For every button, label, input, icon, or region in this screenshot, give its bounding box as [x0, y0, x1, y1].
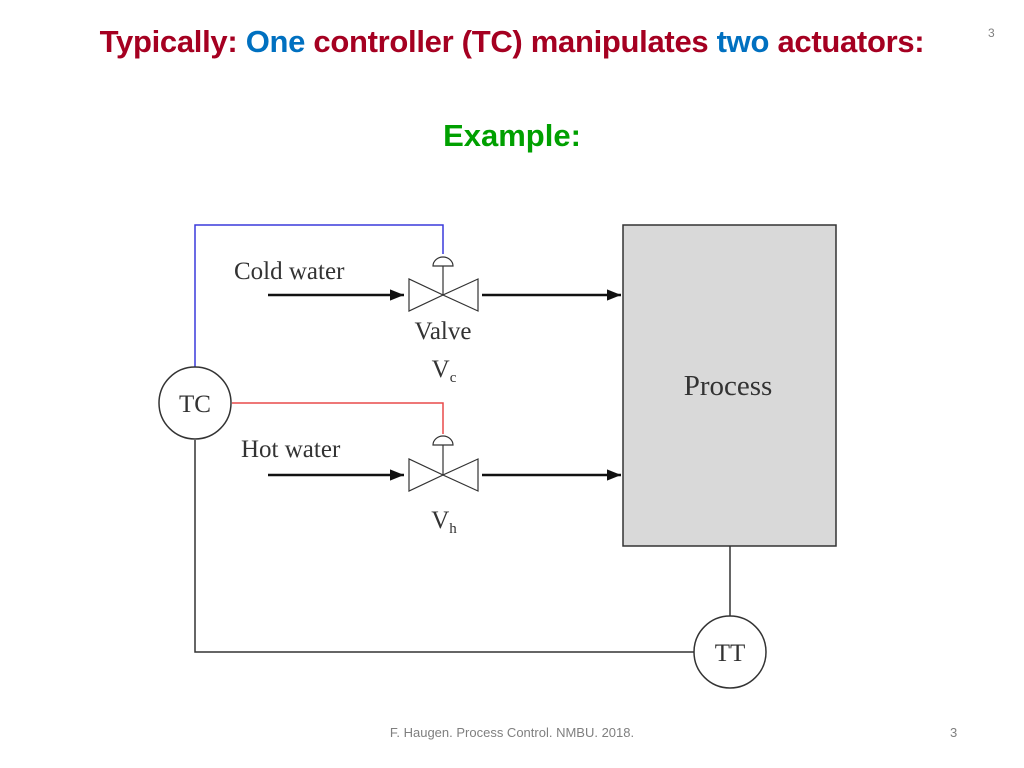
slide-title: Typically: One controller (TC) manipulat…: [0, 24, 1024, 60]
cold-water-label: Cold water: [234, 258, 345, 285]
tt-transmitter: [693, 615, 767, 689]
page-number: 3: [950, 725, 958, 740]
hot-valve-icon: [408, 435, 479, 492]
valve-hot-symbol: Vh: [431, 507, 457, 537]
cold-control-signal-line: [194, 224, 444, 370]
cold-valve-icon: [408, 256, 479, 312]
valve-label: Valve: [415, 318, 472, 345]
tc-label: TC: [179, 391, 211, 418]
corner-slide-number: 3: [988, 26, 995, 40]
tt-label: TT: [715, 640, 746, 667]
hot-water-label: Hot water: [241, 436, 341, 463]
title-part-3: controller (TC) manipulates: [305, 24, 717, 59]
process-box: [622, 224, 837, 547]
measurement-signal-line: [194, 440, 694, 653]
process-label: Process: [684, 370, 773, 402]
example-heading: Example:: [443, 118, 581, 153]
title-highlight-one: One: [245, 24, 306, 59]
title-highlight-two: two: [716, 24, 770, 59]
footer-credit: F. Haugen. Process Control. NMBU. 2018.: [389, 725, 635, 740]
valve-cold-symbol: Vc: [432, 356, 457, 386]
tc-controller: [158, 366, 232, 440]
title-part-5: actuators:: [769, 24, 925, 59]
hot-control-signal-line: [232, 402, 444, 434]
title-part-1: Typically:: [99, 24, 246, 59]
